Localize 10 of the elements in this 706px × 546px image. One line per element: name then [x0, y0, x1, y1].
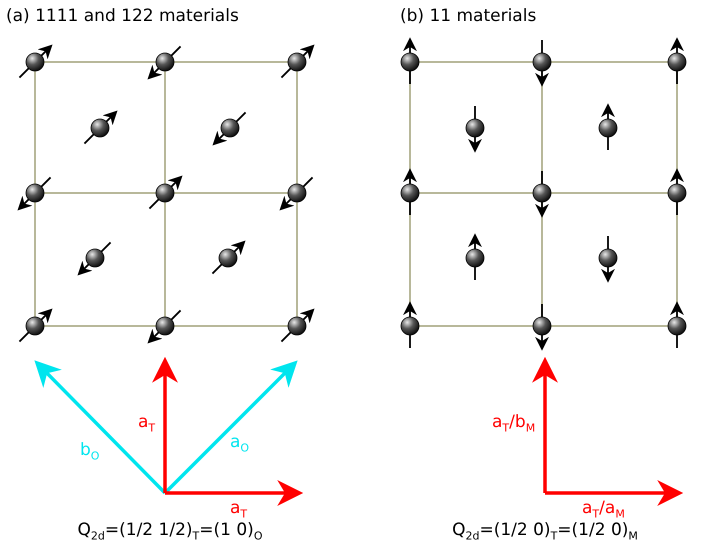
vector-label: a$_{O}$	[230, 432, 250, 456]
vector-label: a$_{T}$	[230, 498, 248, 522]
vector-label: a$_{T}$/b$_{M}$	[492, 412, 536, 436]
panel-title: (b) 11 materials	[400, 6, 536, 26]
wavevector-label: Q$_{2d}$=(1/2 1/2)$_{T}$=(1 0)$_{O}$	[78, 520, 262, 544]
vector-label: a$_{T}$	[138, 412, 156, 436]
panel-title: (a) 1111 and 122 materials	[6, 6, 239, 26]
wavevector-label: Q$_{2d}$=(1/2 0)$_{T}$=(1/2 0)$_{M}$	[452, 520, 638, 544]
vector-label: b$_{O}$	[80, 440, 100, 464]
vector-label: a$_{T}$/a$_{M}$	[582, 498, 625, 522]
